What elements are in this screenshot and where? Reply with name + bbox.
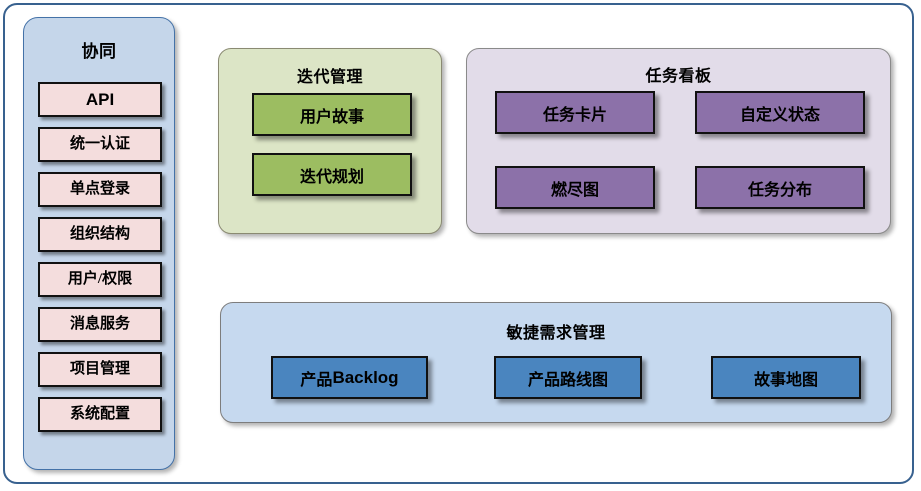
sidebar-item-unified-auth[interactable]: 统一认证 <box>38 127 162 162</box>
taskboard-box-task-distribution[interactable]: 任务分布 <box>695 166 865 209</box>
taskboard-box-burndown-chart[interactable]: 燃尽图 <box>495 166 655 209</box>
sidebar-item-api[interactable]: API <box>38 82 162 117</box>
iteration-box-user-story[interactable]: 用户故事 <box>252 93 412 136</box>
panel-collaboration-title: 协同 <box>81 42 117 61</box>
panel-agile-requirements-title: 敏捷需求管理 <box>506 325 606 342</box>
sidebar-item-project-management[interactable]: 项目管理 <box>38 352 162 387</box>
taskboard-box-task-card[interactable]: 任务卡片 <box>495 91 655 134</box>
sidebar-item-message-service[interactable]: 消息服务 <box>38 307 162 342</box>
sidebar-item-system-config[interactable]: 系统配置 <box>38 397 162 432</box>
panel-iteration-management[interactable]: 迭代管理 用户故事 迭代规划 <box>218 48 442 234</box>
sidebar-item-org-structure[interactable]: 组织结构 <box>38 217 162 252</box>
sidebar-item-single-sign-on[interactable]: 单点登录 <box>38 172 162 207</box>
panel-iteration-management-title: 迭代管理 <box>296 69 363 86</box>
agile-box-story-map[interactable]: 故事地图 <box>711 356 861 399</box>
iteration-box-iteration-planning[interactable]: 迭代规划 <box>252 153 412 196</box>
sidebar-item-list: API 统一认证 单点登录 组织结构 用户/权限 消息服务 项目管理 系统配置 <box>38 82 162 442</box>
sidebar-item-user-permission[interactable]: 用户/权限 <box>38 262 162 297</box>
panel-task-board-title: 任务看板 <box>645 68 712 85</box>
agile-box-product-roadmap[interactable]: 产品路线图 <box>494 356 642 399</box>
taskboard-box-custom-status[interactable]: 自定义状态 <box>695 91 865 134</box>
panel-task-board[interactable]: 任务看板 任务卡片 自定义状态 燃尽图 任务分布 <box>466 48 891 234</box>
panel-collaboration[interactable]: 协同 API 统一认证 单点登录 组织结构 用户/权限 消息服务 项目管理 系统… <box>23 17 175 470</box>
